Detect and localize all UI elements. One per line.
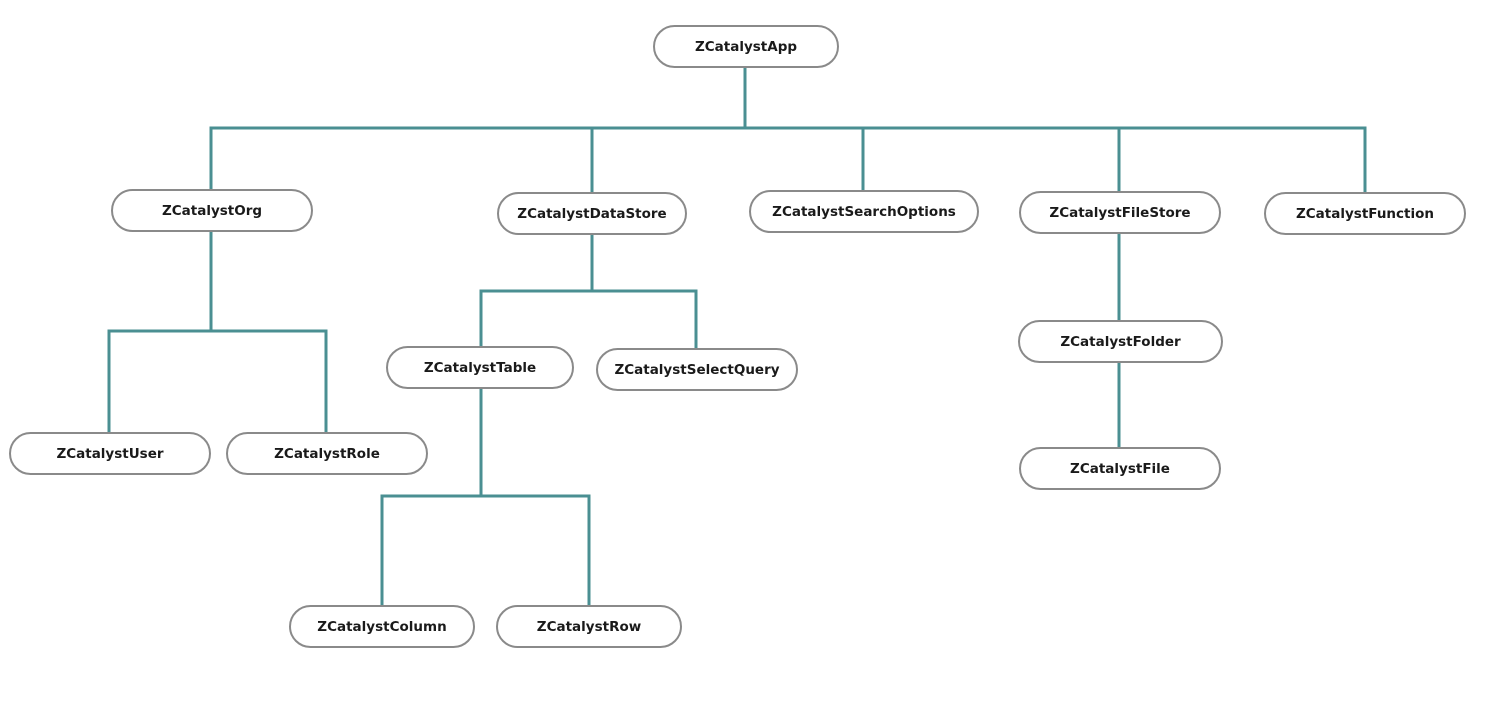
node-zcatalyst-filestore: ZCatalystFileStore <box>1019 191 1221 234</box>
node-zcatalyst-searchoptions: ZCatalystSearchOptions <box>749 190 979 233</box>
node-zcatalyst-row: ZCatalystRow <box>496 605 682 648</box>
node-zcatalyst-file: ZCatalystFile <box>1019 447 1221 490</box>
node-zcatalyst-datastore: ZCatalystDataStore <box>497 192 687 235</box>
node-zcatalyst-function: ZCatalystFunction <box>1264 192 1466 235</box>
node-zcatalyst-table: ZCatalystTable <box>386 346 574 389</box>
node-zcatalyst-selectquery: ZCatalystSelectQuery <box>596 348 798 391</box>
node-zcatalyst-org: ZCatalystOrg <box>111 189 313 232</box>
node-zcatalyst-folder: ZCatalystFolder <box>1018 320 1223 363</box>
node-zcatalyst-column: ZCatalystColumn <box>289 605 475 648</box>
node-zcatalyst-user: ZCatalystUser <box>9 432 211 475</box>
node-zcatalyst-role: ZCatalystRole <box>226 432 428 475</box>
node-zcatalyst-app: ZCatalystApp <box>653 25 839 68</box>
